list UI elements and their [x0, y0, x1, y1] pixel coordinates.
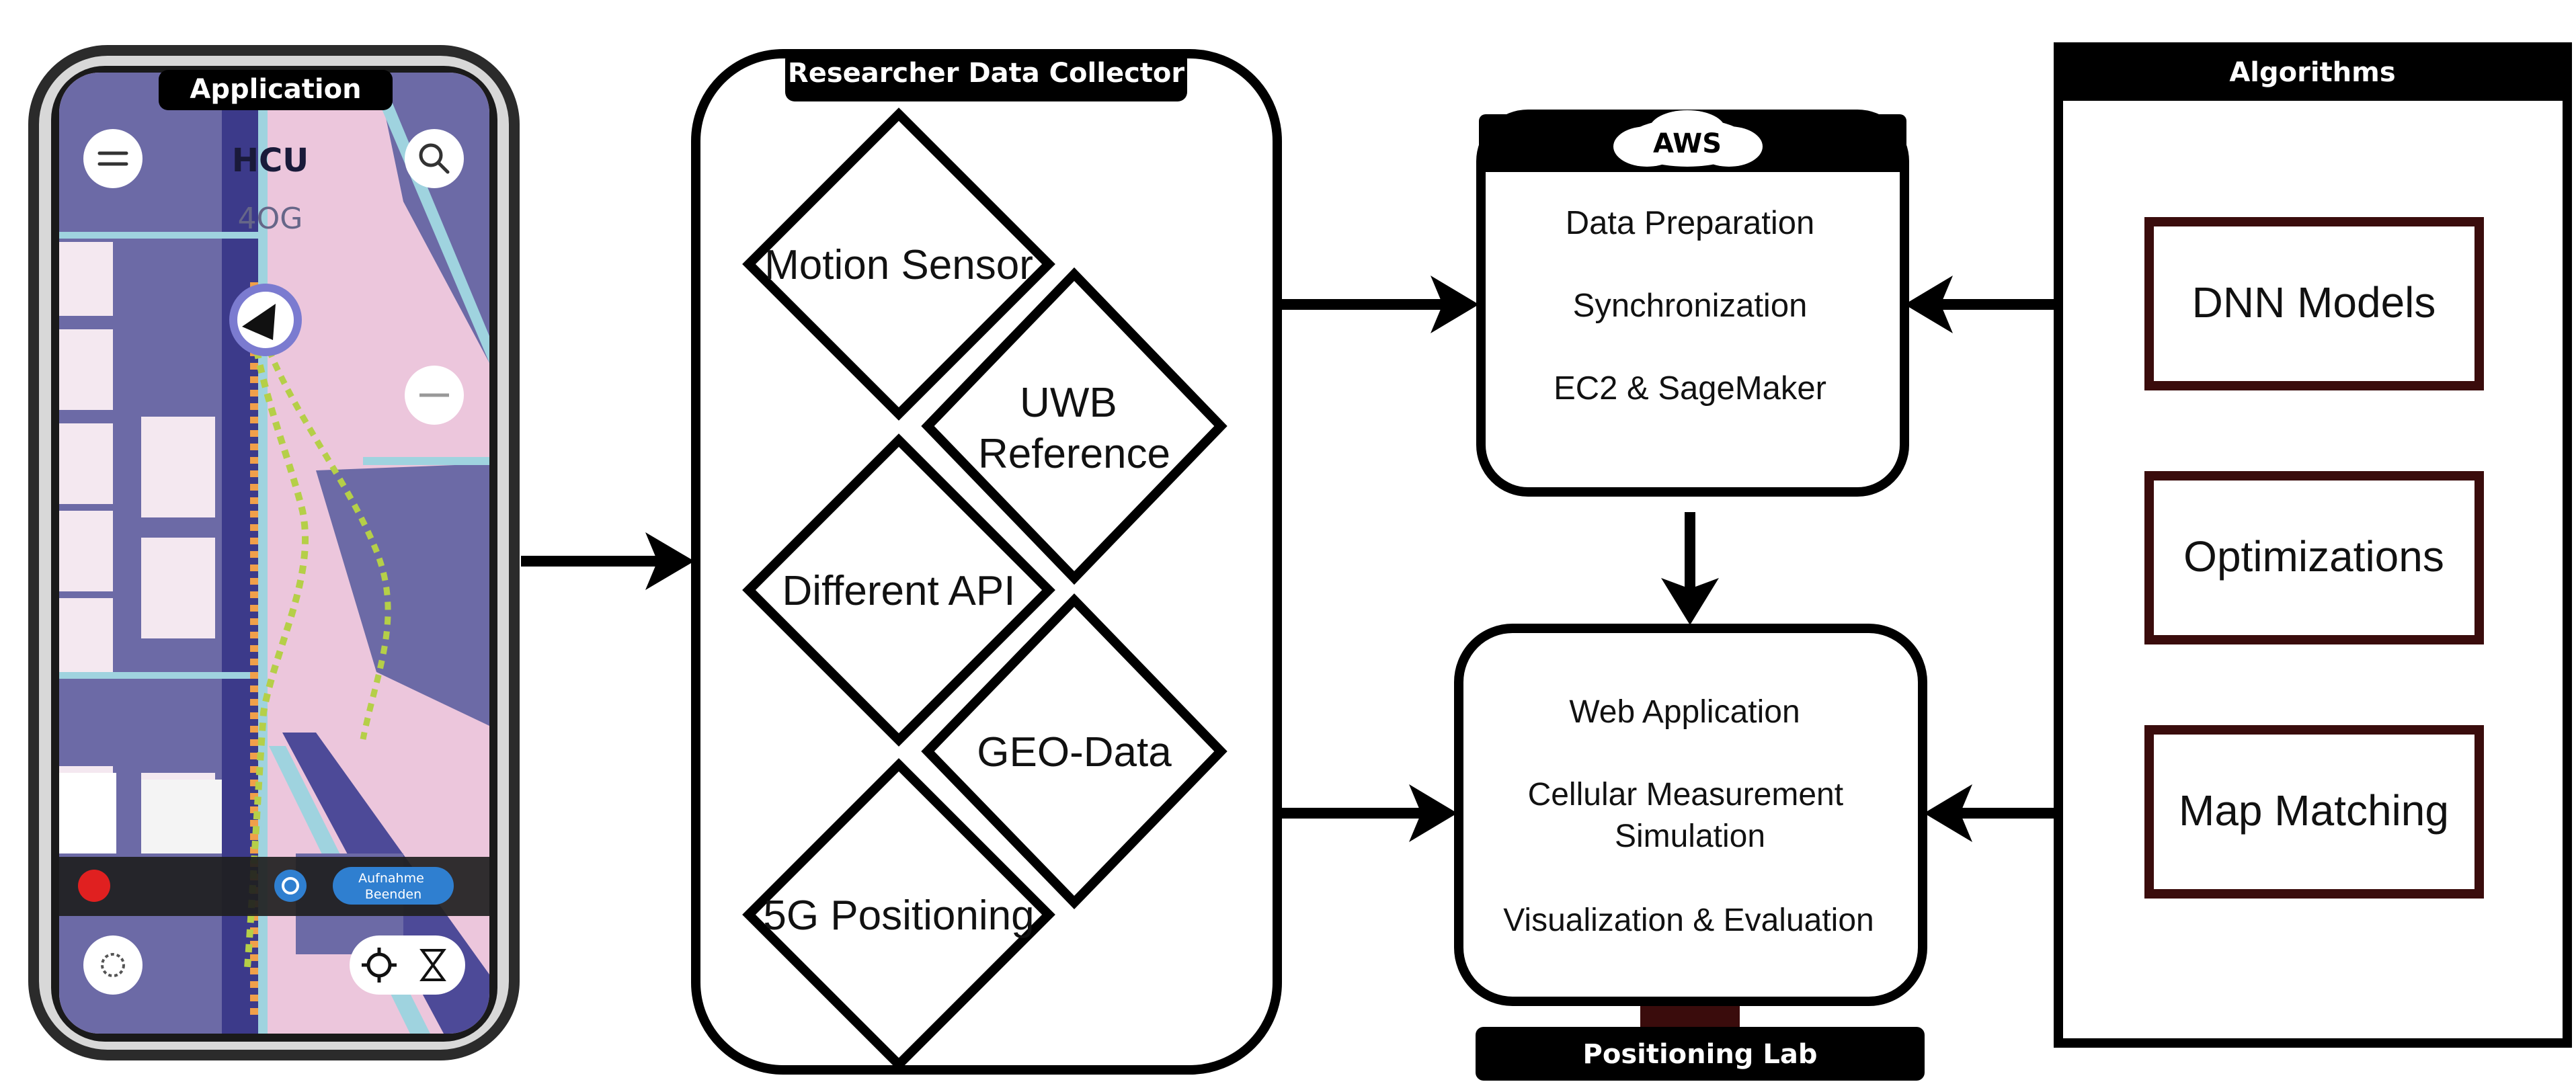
lab-line-web-application: Web Application [1569, 694, 1800, 730]
map-block [59, 773, 116, 853]
arrow-algorithms-to-aws [1904, 276, 2057, 333]
svg-text:DNN Models: DNN Models [2192, 278, 2436, 327]
map-block [59, 423, 113, 504]
search-button[interactable] [405, 129, 464, 188]
map-block [141, 780, 222, 853]
compass-icon [101, 953, 125, 977]
lab-line-visualization-evaluation: Visualization & Evaluation [1503, 903, 1874, 938]
collector-item-different-api: Different API [742, 433, 1055, 747]
menu-icon [97, 151, 128, 166]
researcher-data-collector: Researcher Data Collector Motion Sensor … [691, 49, 1282, 1075]
svg-text:UWB Reference: UWB Reference [978, 380, 1170, 477]
aws-line-data-preparation: Data Preparation [1566, 205, 1814, 241]
algorithm-item-dnn-models: DNN Models [2144, 217, 2484, 390]
arrow-collector-to-aws [1277, 276, 1479, 333]
locate-target-icon-ring [282, 877, 299, 894]
hourglass-icon [419, 949, 446, 981]
locate-target-icon[interactable] [274, 870, 307, 902]
collector-item-motion-sensor: Motion Sensor [742, 108, 1055, 421]
svg-text:GEO-Data: GEO-Data [977, 729, 1172, 776]
svg-text:Optimizations: Optimizations [2183, 532, 2444, 581]
svg-text:Motion Sensor: Motion Sensor [764, 242, 1033, 288]
map-block [59, 242, 113, 316]
collector-item-5g-positioning: 5G Positioning [742, 758, 1055, 1071]
application-title-tab [159, 70, 393, 110]
map-road [59, 232, 261, 239]
aws-block: AWS Data Preparation Synchronization EC2… [1476, 110, 1909, 497]
arrow-aws-to-lab [1661, 512, 1719, 625]
record-indicator-icon[interactable] [78, 870, 110, 902]
svg-text:Different API: Different API [782, 568, 1016, 614]
lab-title: Positioning Lab [1583, 1039, 1818, 1070]
map-floor-label: 4OG [238, 202, 303, 236]
positioning-lab-block: Web Application Cellular Measurement Sim… [1454, 624, 1927, 1081]
crosshair-icon [362, 948, 397, 983]
application-phone: Aufnahme Beenden HCU 4OG [28, 45, 520, 1060]
map-road [366, 73, 489, 363]
map-view[interactable]: Aufnahme Beenden [59, 73, 497, 1034]
collector-item-uwb-reference: UWB Reference [921, 267, 1227, 585]
map-road [59, 672, 261, 679]
route-trace-green [266, 348, 391, 740]
arrow-phone-to-collector [521, 532, 694, 590]
collector-item-geo-data: GEO-Data [921, 593, 1227, 910]
map-block [59, 329, 113, 410]
search-icon [419, 143, 450, 174]
aws-line-synchronization: Synchronization [1573, 288, 1808, 324]
map-building-label: HCU [232, 142, 309, 179]
aws-badge: AWS [1653, 128, 1722, 159]
application-title: Application [190, 74, 361, 105]
map-block [59, 511, 113, 591]
map-block [141, 417, 215, 517]
collector-title-tab [785, 50, 1187, 101]
finish-recording-label: Aufnahme Beenden [358, 871, 428, 902]
svg-text:Map Matching: Map Matching [2179, 786, 2449, 835]
algorithm-item-optimizations: Optimizations [2144, 471, 2484, 644]
map-block [316, 464, 489, 726]
menu-button[interactable] [83, 129, 143, 188]
aws-cloud-icon [1613, 110, 1763, 167]
algorithm-item-map-matching: Map Matching [2144, 725, 2484, 899]
finish-recording-button[interactable] [333, 867, 454, 905]
algorithms-title: Algorithms [2229, 57, 2395, 88]
map-road [363, 457, 489, 465]
collector-title: Researcher Data Collector [788, 58, 1184, 89]
aws-line-ec2-sagemaker: EC2 & SageMaker [1554, 370, 1826, 407]
algorithms-header-bar [2054, 44, 2572, 101]
navigation-arrow-icon [242, 304, 276, 340]
arrow-algorithms-to-lab [1924, 784, 2057, 842]
map-block [59, 598, 113, 672]
lab-frame [1454, 624, 1927, 1006]
lab-line-cellular-measurement-simulation: Cellular Measurement Simulation [1528, 777, 1853, 854]
arrow-collector-to-lab [1277, 784, 1457, 842]
compass-button[interactable] [83, 935, 143, 995]
map-block [141, 538, 215, 638]
algorithms-block: Algorithms DNN Models Optimizations Map … [2054, 42, 2572, 1048]
svg-text:5G Positioning: 5G Positioning [763, 892, 1034, 939]
lab-title-tab [1476, 1027, 1925, 1081]
